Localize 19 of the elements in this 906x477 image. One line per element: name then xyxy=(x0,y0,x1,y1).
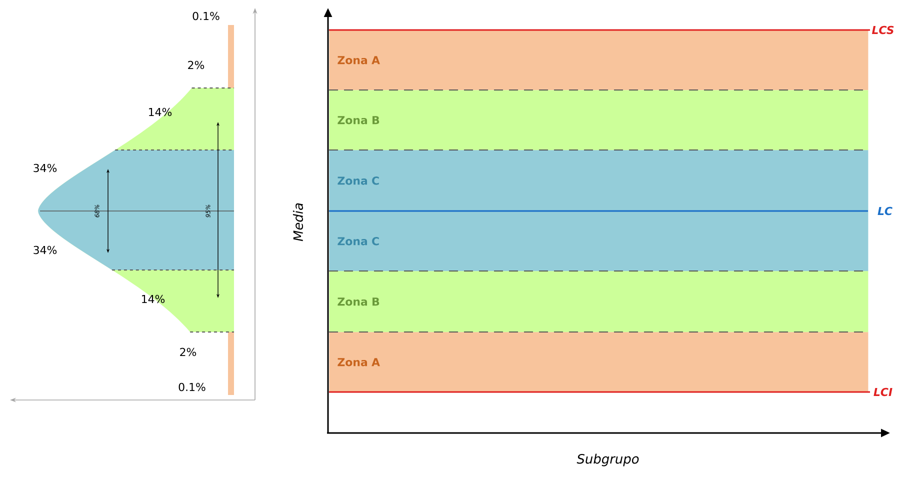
limit-label: LC xyxy=(878,206,892,216)
axis-title: Media xyxy=(293,203,304,242)
percentage-label: 14% xyxy=(149,108,172,116)
percentage-label: 0.1% xyxy=(192,12,220,20)
zone-band: Zona C xyxy=(329,150,868,212)
zone-band: Zona A xyxy=(329,30,868,90)
zone-band: Zona B xyxy=(329,271,868,332)
limit-label: LCI xyxy=(874,388,892,396)
percentage-label: 2% xyxy=(188,60,204,70)
axis-title: Subgrupo xyxy=(576,454,639,466)
percentage-label: 34% xyxy=(34,246,57,254)
percentage-label: 0.1% xyxy=(178,382,206,392)
percentage-label: 14% xyxy=(142,294,165,304)
limit-label: LCS xyxy=(872,26,894,34)
zone-band: Zona B xyxy=(329,90,868,150)
percentage-label: 34% xyxy=(34,164,57,172)
zone-band: Zona C xyxy=(329,211,868,272)
zone-band: Zona A xyxy=(329,332,868,392)
percentage-label: 2% xyxy=(180,348,196,356)
